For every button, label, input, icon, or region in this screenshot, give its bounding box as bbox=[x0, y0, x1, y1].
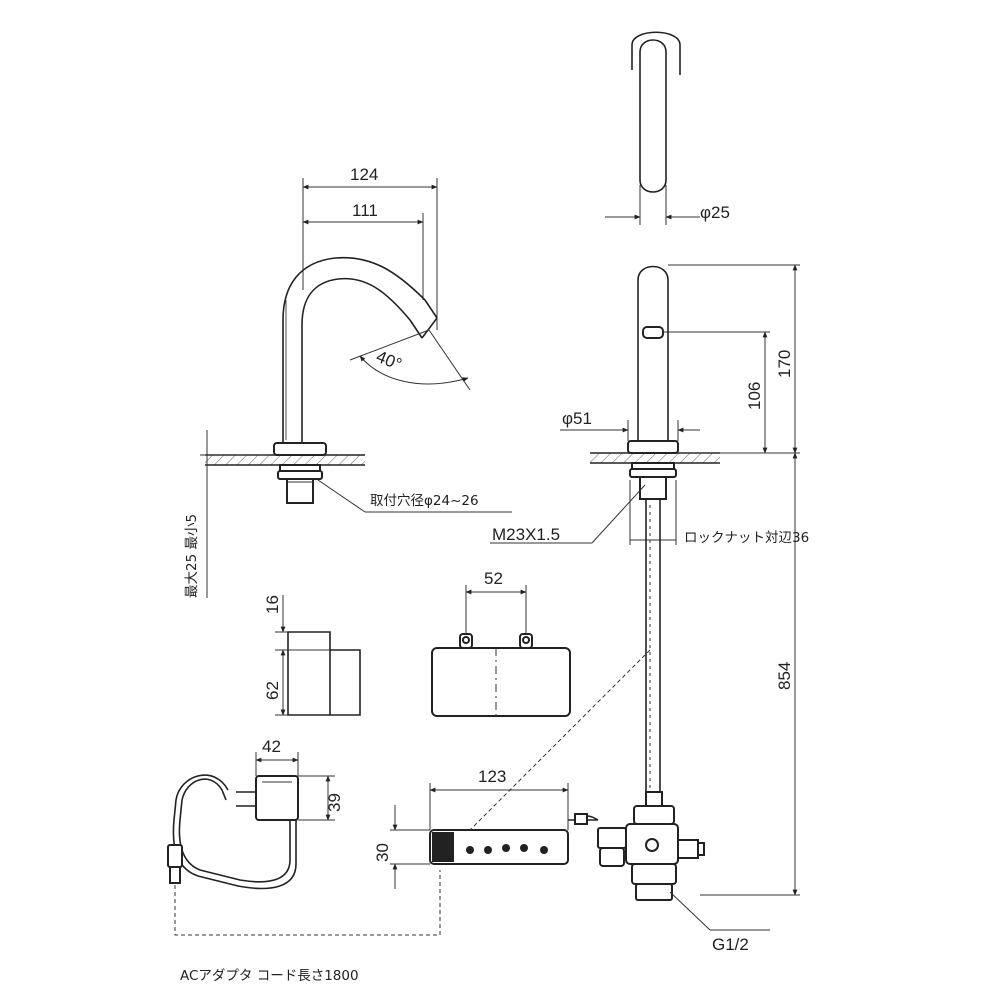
adapter-note: ACアダプタ コード長さ1800 bbox=[180, 968, 359, 984]
counter-thickness-note: 最大25 最小5 bbox=[184, 514, 200, 598]
dim-angle: 40° bbox=[373, 347, 404, 374]
controller-depth: 16 bbox=[263, 595, 282, 614]
panel-width: 123 bbox=[478, 767, 506, 786]
dim-pipe-dia: φ25 bbox=[700, 203, 730, 222]
controller-width: 52 bbox=[484, 569, 503, 588]
controller-height: 62 bbox=[263, 681, 282, 700]
dim-base-dia: φ51 bbox=[562, 409, 592, 428]
control-panel bbox=[390, 649, 651, 889]
panel-height: 30 bbox=[373, 843, 392, 862]
dim-thread: M23X1.5 bbox=[492, 525, 560, 544]
dim-locknut: ロックナット対辺36 bbox=[684, 530, 809, 546]
dim-height-total: 170 bbox=[775, 350, 794, 378]
adapter-height: 39 bbox=[325, 793, 344, 812]
dim-reach: 111 bbox=[352, 201, 378, 220]
dim-fitting: G1/2 bbox=[712, 935, 749, 954]
spout-front-view bbox=[200, 178, 512, 598]
spout-side-view bbox=[490, 31, 800, 931]
mount-hole-note: 取付穴径φ24~26 bbox=[370, 493, 479, 509]
dim-hose-length: 854 bbox=[775, 662, 794, 690]
dim-overall-reach: 124 bbox=[350, 165, 378, 184]
ac-adapter bbox=[167, 752, 441, 936]
adapter-width: 42 bbox=[262, 737, 281, 756]
dim-sensor-height: 106 bbox=[745, 382, 764, 410]
controller-box bbox=[275, 585, 571, 717]
